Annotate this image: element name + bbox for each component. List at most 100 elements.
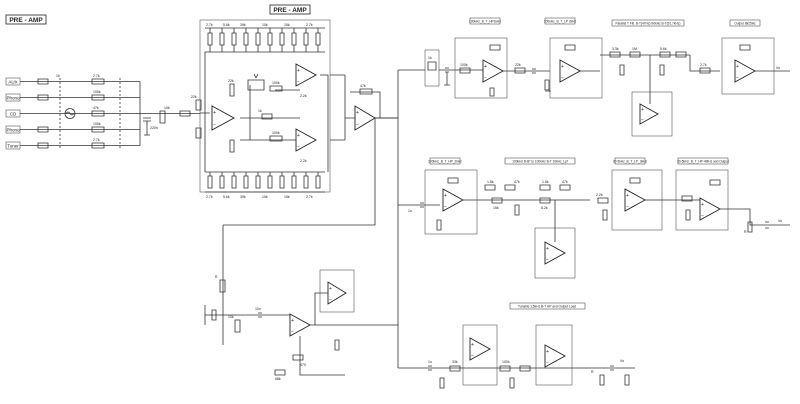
svg-text:10k: 10k: [262, 23, 268, 27]
svg-text:+: +: [471, 342, 474, 348]
opamp-b2: [559, 59, 581, 83]
block-label-1: 100kHz_B_T_HP1kHz: [469, 20, 501, 24]
svg-text:100k: 100k: [502, 360, 510, 364]
svg-text:100k: 100k: [272, 131, 280, 135]
svg-text:−: −: [471, 353, 474, 359]
svg-text:15k: 15k: [284, 195, 290, 199]
middle-filter-row: 100kHz_B_T_HP_2kHz + − 1u 100kHz B-B* to…: [408, 157, 790, 279]
svg-text:+: +: [291, 318, 294, 324]
svg-text:−: −: [546, 257, 549, 263]
svg-text:R: R: [591, 370, 594, 374]
signal-bus: [223, 69, 420, 369]
svg-text:3.3k: 3.3k: [612, 47, 619, 51]
svg-text:39k: 39k: [240, 23, 246, 27]
svg-text:−: −: [561, 75, 564, 81]
opamp-b6: [544, 241, 566, 265]
svg-text:+: +: [297, 133, 300, 139]
svg-text:47k: 47k: [562, 180, 568, 184]
svg-text:+: +: [626, 193, 629, 199]
svg-text:100k: 100k: [93, 122, 101, 126]
svg-text:39k: 39k: [240, 195, 246, 199]
svg-text:8.2k: 8.2k: [541, 206, 548, 210]
svg-text:R: R: [744, 230, 747, 234]
svg-text:+: +: [356, 110, 359, 116]
svg-text:−: −: [641, 117, 644, 123]
opamp-b3: [639, 103, 659, 125]
block-label-2: 100kHz_B_T_LP 2kHz: [544, 20, 577, 24]
svg-text:5.6k: 5.6k: [223, 23, 230, 27]
svg-text:1u: 1u: [428, 360, 432, 364]
svg-text:47k: 47k: [93, 106, 99, 110]
opamp-b8: [699, 197, 721, 221]
block-label-9: Tunable 1.5kHz B-T HP and Output Load: [518, 305, 576, 309]
svg-text:Vo: Vo: [778, 219, 782, 223]
svg-text:−: −: [484, 75, 487, 81]
svg-text:−: −: [546, 360, 549, 366]
svg-text:1.8k: 1.8k: [487, 180, 494, 184]
svg-text:1k: 1k: [56, 74, 60, 78]
svg-text:2.7k: 2.7k: [306, 195, 313, 199]
svg-text:2.7k: 2.7k: [93, 74, 100, 78]
svg-text:PRE - AMP: PRE - AMP: [273, 7, 307, 14]
input-label-aux: AUX: [8, 80, 17, 85]
input-label-cd: CD: [10, 112, 17, 117]
svg-text:22k: 22k: [515, 63, 521, 67]
opamp-b9b: [544, 344, 566, 368]
svg-text:2.2k: 2.2k: [300, 159, 307, 163]
svg-text:2.2k: 2.2k: [300, 94, 307, 98]
title-center: PRE - AMP: [269, 4, 311, 15]
svg-text:−: −: [329, 297, 332, 303]
svg-text:2.2k: 2.2k: [596, 193, 603, 197]
opamp-tone-3: [295, 128, 317, 152]
svg-text:Vo: Vo: [776, 66, 780, 70]
svg-text:−: −: [701, 213, 704, 219]
svg-text:220n: 220n: [150, 126, 158, 130]
svg-text:10k: 10k: [164, 106, 170, 110]
opamp-b4: [734, 59, 756, 83]
svg-text:470: 470: [300, 363, 306, 367]
svg-text:+: +: [297, 68, 300, 74]
svg-text:−: −: [626, 204, 629, 210]
svg-text:R: R: [215, 275, 218, 279]
svg-text:−: −: [444, 204, 447, 210]
svg-text:33k: 33k: [545, 89, 551, 93]
svg-text:−: −: [213, 122, 216, 128]
svg-text:15k: 15k: [284, 23, 290, 27]
svg-text:+: +: [444, 193, 447, 199]
svg-text:1k: 1k: [428, 56, 432, 60]
svg-text:−: −: [356, 122, 359, 128]
opamp-b5: [442, 188, 464, 212]
svg-text:68k: 68k: [275, 377, 281, 381]
svg-text:22k: 22k: [228, 79, 234, 83]
svg-text:+: +: [641, 107, 644, 113]
block-label-8: 20-5kHz_B_T_HP-4MHz and Output: [677, 160, 729, 164]
input-section: AUX Phono CD Phono Tuner 1k 2.7k 100k 47…: [5, 74, 202, 150]
svg-text:2.7k: 2.7k: [306, 23, 313, 27]
svg-text:−: −: [291, 329, 294, 335]
svg-text:+: +: [546, 246, 549, 252]
svg-text:2.7k: 2.7k: [93, 138, 100, 142]
opamp-b9a: [469, 337, 491, 361]
svg-text:1k: 1k: [258, 109, 262, 113]
lower-left-stage: + − + − R 10k 10n 68k 470: [204, 225, 398, 381]
svg-text:10k: 10k: [228, 315, 234, 319]
svg-text:100k: 100k: [93, 90, 101, 94]
svg-text:−: −: [297, 144, 300, 150]
block-label-3: Parallel T Filt. B-T(47Hz)-90kHz B-T(91.…: [616, 22, 681, 26]
opamp-tone-2: [295, 63, 317, 87]
input-label-phono-1: Phono: [6, 96, 20, 101]
input-label-phono-2: Phono: [6, 128, 20, 133]
opamp-tone-1: [211, 105, 235, 131]
svg-text:PRE - AMP: PRE - AMP: [9, 17, 43, 24]
svg-text:+: +: [213, 110, 216, 116]
block-label-5: 100kHz_B_T_HP_2kHz: [428, 160, 462, 164]
svg-text:Vo: Vo: [620, 359, 624, 363]
svg-text:47k: 47k: [514, 180, 520, 184]
svg-text:5.6k: 5.6k: [223, 195, 230, 199]
block-label-7: 20-5kHz_B_T_LP_3kHz: [613, 160, 648, 164]
svg-text:5.6k: 5.6k: [660, 47, 667, 51]
svg-text:22k: 22k: [191, 95, 197, 99]
title-left: PRE - AMP: [5, 14, 47, 25]
svg-text:33k: 33k: [452, 360, 458, 364]
svg-text:+: +: [736, 64, 739, 70]
